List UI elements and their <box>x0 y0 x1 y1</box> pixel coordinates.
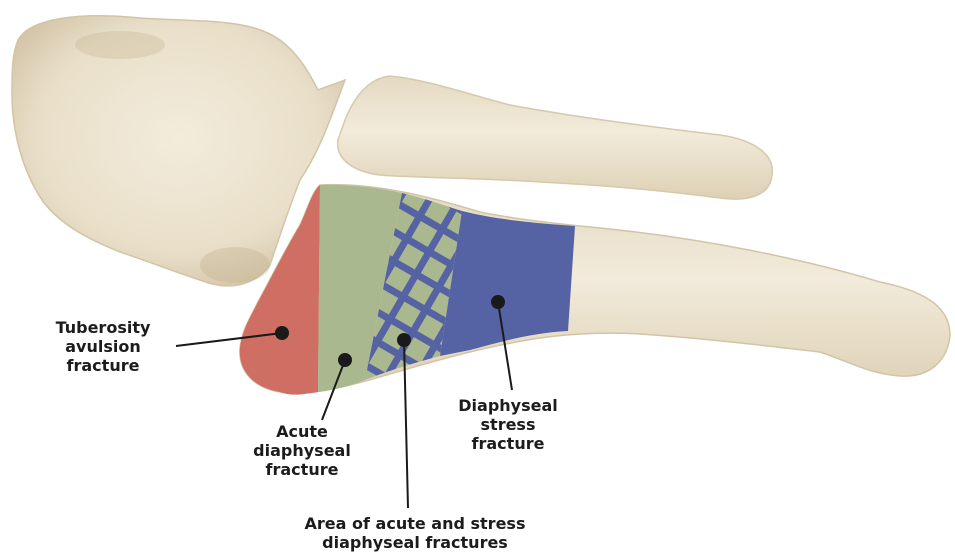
area-label-line-1: Area of acute and stress <box>270 514 560 533</box>
tuberosity-label-line-1: Tuberosity <box>38 318 168 337</box>
dot-area <box>397 333 411 347</box>
stress-label-line-3: fracture <box>438 434 578 453</box>
stress-label-line-1: Diaphyseal <box>438 396 578 415</box>
acute-diaphyseal-label: Acute diaphyseal fracture <box>232 422 372 479</box>
acute-label-line-2: diaphyseal <box>232 441 372 460</box>
overlap-area-label: Area of acute and stress diaphyseal frac… <box>270 514 560 552</box>
acute-label-line-3: fracture <box>232 460 372 479</box>
dot-tuberosity <box>275 326 289 340</box>
diaphyseal-stress-label: Diaphyseal stress fracture <box>438 396 578 453</box>
acute-label-line-1: Acute <box>232 422 372 441</box>
cuboid-shadow-top <box>75 31 165 59</box>
area-label-line-2: diaphyseal fractures <box>270 533 560 552</box>
tuberosity-label-line-3: fracture <box>38 356 168 375</box>
tuberosity-avulsion-label: Tuberosity avulsion fracture <box>38 318 168 375</box>
stress-label-line-2: stress <box>438 415 578 434</box>
cuboid-shadow <box>200 247 270 283</box>
fourth-metatarsal-bone <box>338 76 773 199</box>
tuberosity-label-line-2: avulsion <box>38 337 168 356</box>
dot-acute <box>338 353 352 367</box>
dot-stress <box>491 295 505 309</box>
